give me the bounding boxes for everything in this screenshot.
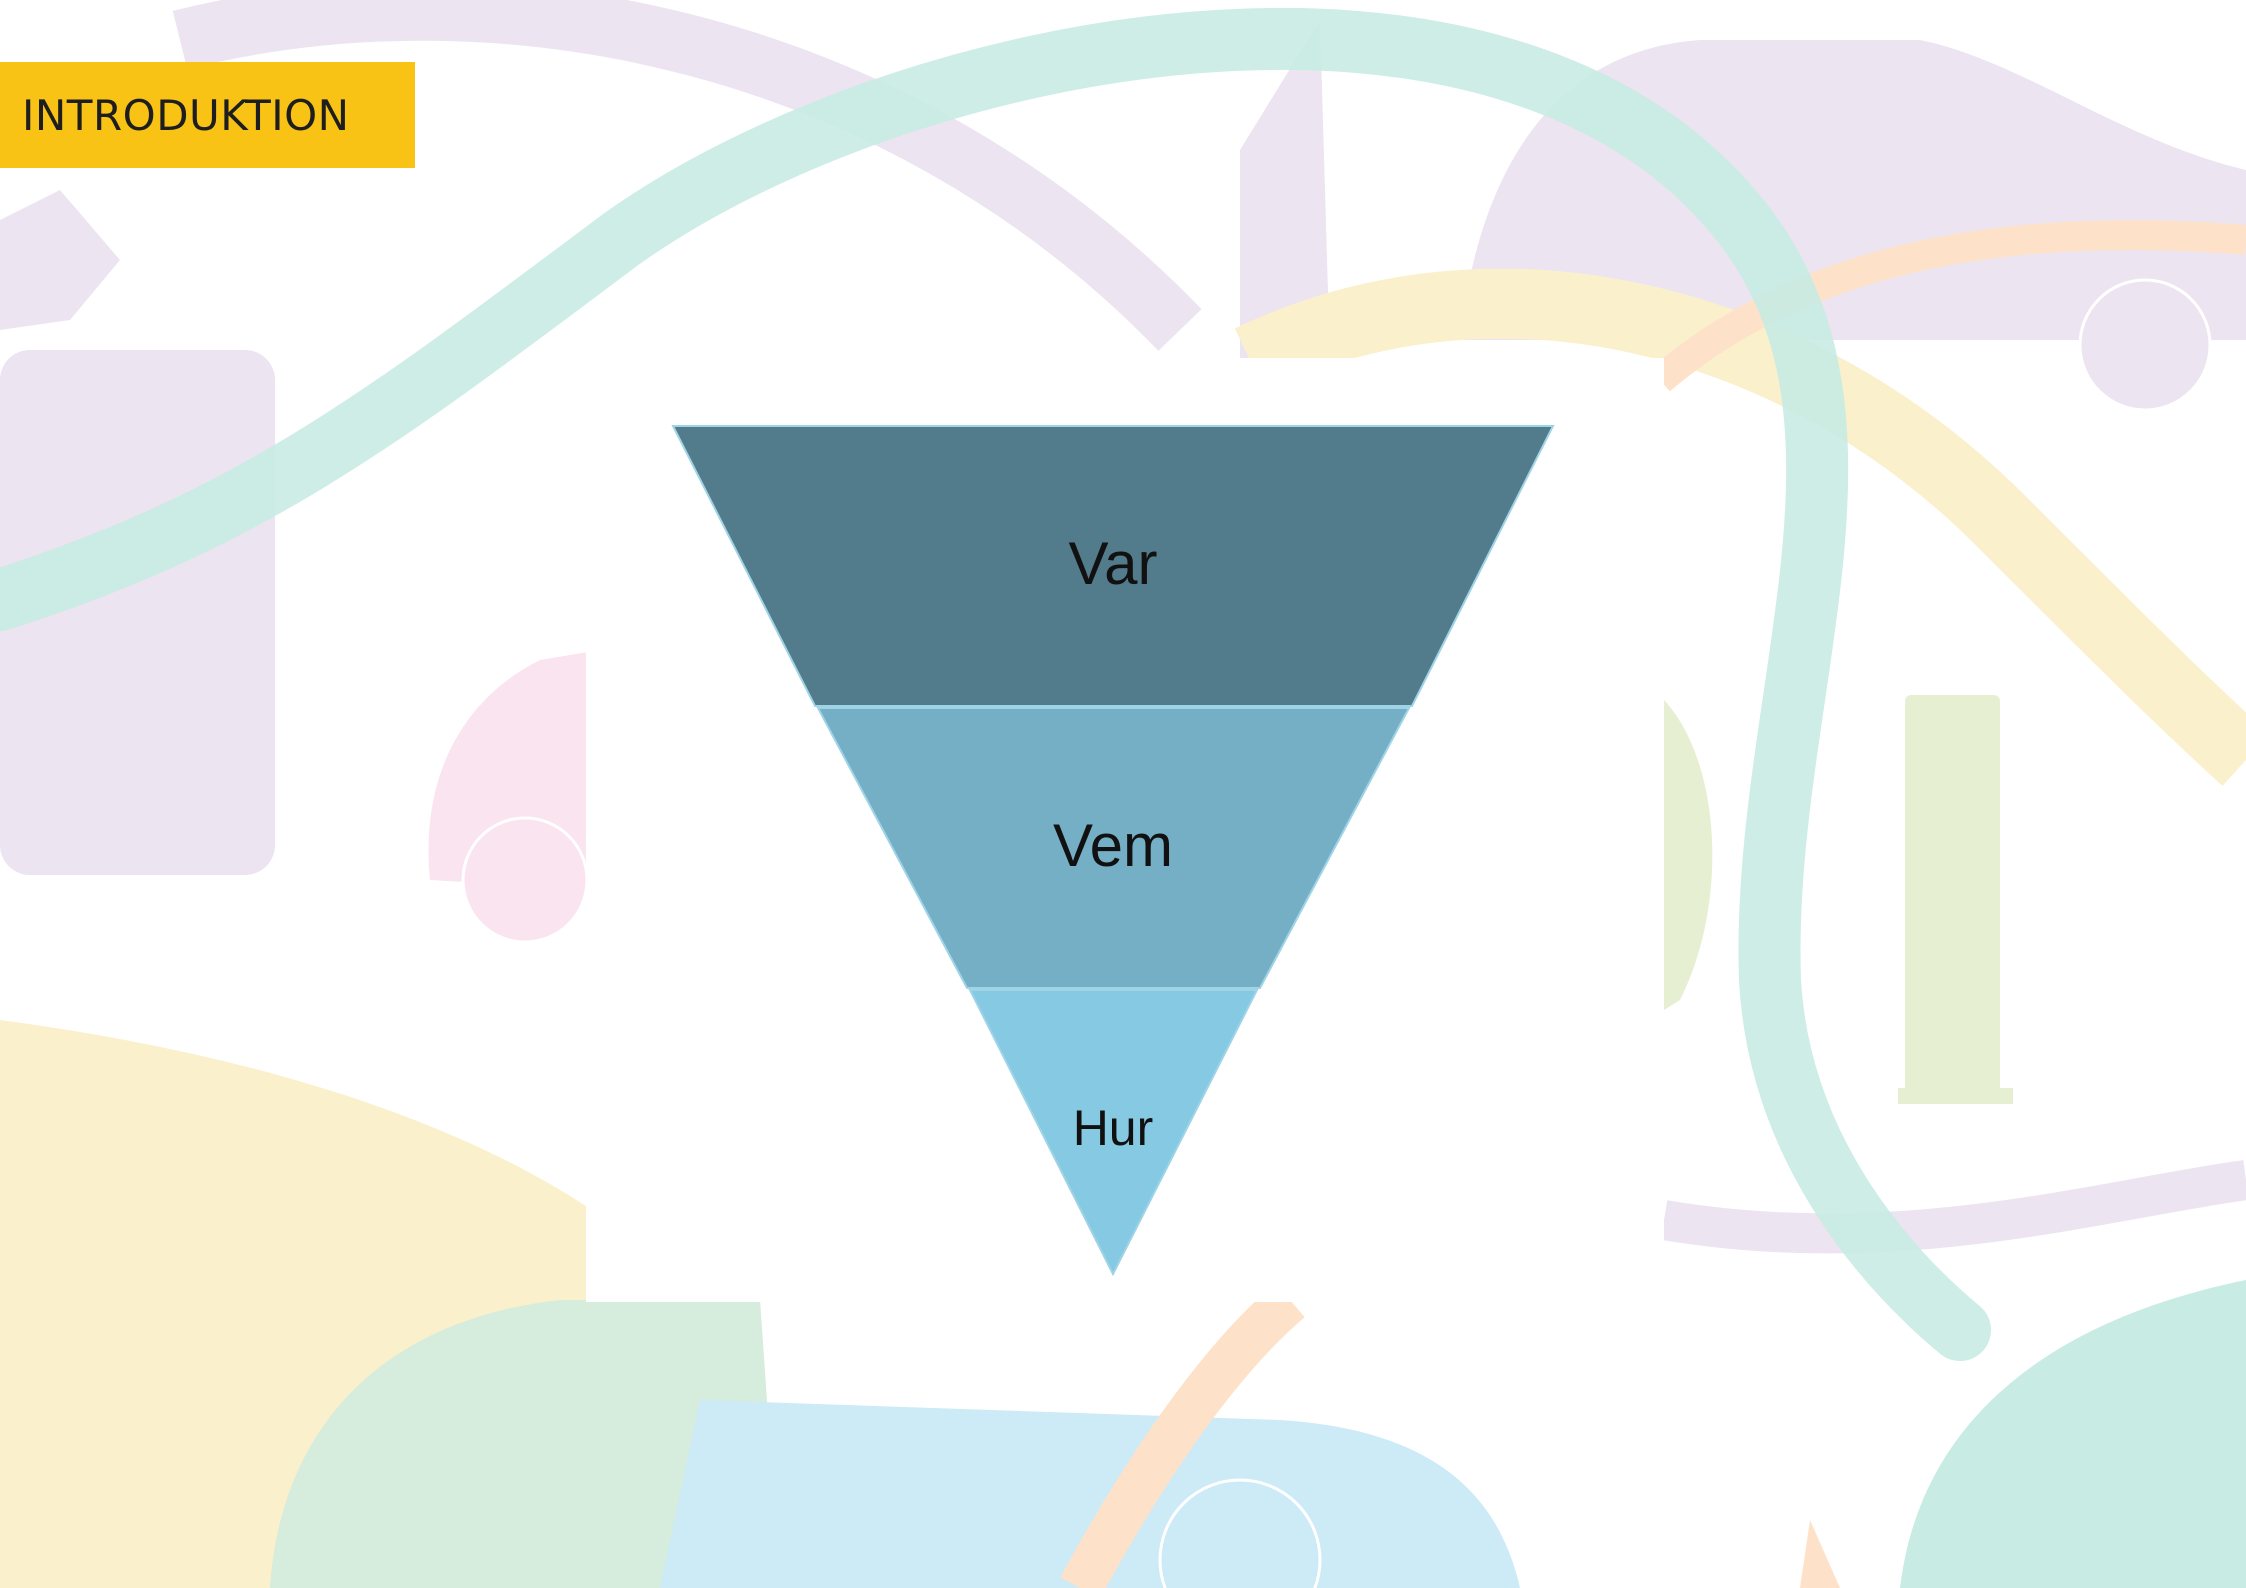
wheel-lavender	[2078, 278, 2212, 412]
wheel-blue	[1158, 1478, 1322, 1588]
wheel-pink	[461, 816, 589, 944]
car-blue	[660, 1400, 1520, 1588]
charger-green	[1905, 695, 2000, 1095]
funnel-level-3-label: Hur	[1073, 1100, 1154, 1156]
section-label-text: INTRODUKTION	[22, 90, 350, 140]
funnel-level-1-label: Var	[1069, 530, 1158, 597]
cable-arc-yellow	[1234, 268, 2246, 786]
funnel-level-2	[816, 707, 1411, 989]
car-green-right	[1664, 700, 1713, 1010]
section-label-badge: INTRODUKTION	[0, 62, 415, 168]
cable-arc-lavender	[172, 0, 1202, 351]
plug-orange	[1800, 1520, 1840, 1588]
cable-arc-orange	[1060, 1282, 1305, 1588]
charger-plug-left	[0, 190, 120, 330]
funnel-diagram: Var Vem Hur	[671, 425, 1555, 1277]
car-green	[270, 1300, 780, 1588]
charger-body-left	[0, 350, 275, 875]
cable-arc-lavender-right	[1660, 1160, 2246, 1254]
cable-arc-peach	[1650, 220, 2246, 392]
charger-lavender	[1240, 20, 1330, 360]
funnel-level-3	[968, 989, 1259, 1277]
funnel-level-1	[671, 425, 1555, 707]
charger-mint	[1900, 1280, 2246, 1588]
cable-mint	[0, 7, 1991, 1361]
charger-base	[1898, 1088, 2013, 1104]
diagram-panel: Var Vem Hur	[586, 358, 1664, 1302]
funnel-level-2-label: Vem	[1053, 812, 1173, 879]
